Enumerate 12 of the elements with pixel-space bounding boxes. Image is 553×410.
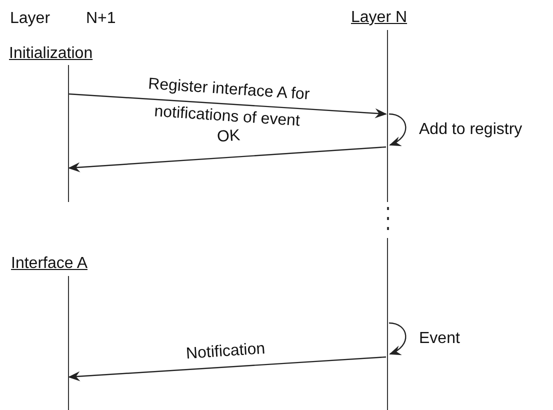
layer-label: Layer bbox=[10, 10, 50, 28]
arrow bbox=[68, 93, 387, 118]
arrow bbox=[68, 146, 386, 172]
lifeline-title: Interface A bbox=[11, 254, 88, 274]
edge-label: Add to registry bbox=[417, 121, 524, 138]
arrow bbox=[388, 322, 406, 355]
edge-label: Register interface A for notifications of event bbox=[146, 74, 312, 130]
lifeline-title: Initialization bbox=[9, 44, 93, 64]
lifeline-title: Layer N bbox=[351, 8, 408, 28]
layer-label: N+1 bbox=[86, 10, 116, 28]
arrow bbox=[388, 113, 406, 146]
arrow bbox=[68, 356, 386, 382]
